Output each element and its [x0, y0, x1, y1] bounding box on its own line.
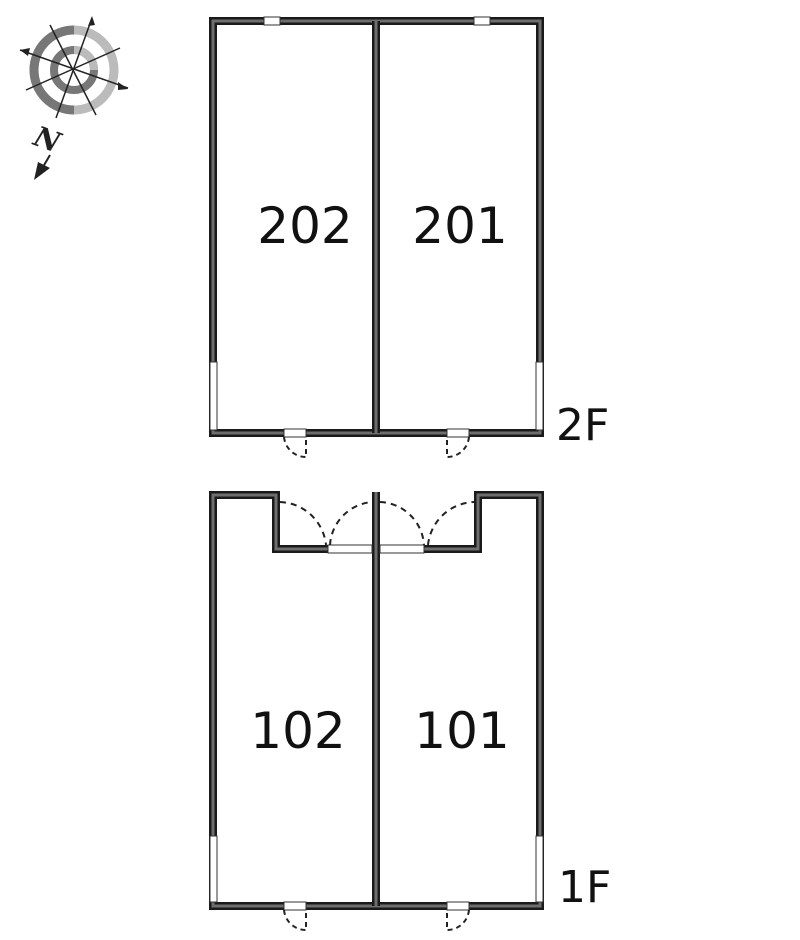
- door: [446, 428, 470, 438]
- north-label: N: [29, 119, 67, 160]
- floor-2f: 202 201 2F: [209, 16, 609, 459]
- window: [535, 361, 544, 431]
- floor-label-1f: 1F: [558, 862, 611, 913]
- door: [327, 544, 373, 554]
- unit-label-201: 201: [412, 197, 507, 255]
- window: [473, 16, 491, 26]
- floor-1f: 102 101 1F: [209, 491, 611, 932]
- compass-icon: N: [19, 16, 129, 180]
- window: [535, 835, 544, 903]
- door: [446, 901, 470, 911]
- window: [209, 361, 218, 431]
- window: [209, 835, 218, 903]
- unit-label-101: 101: [414, 702, 509, 760]
- unit-label-102: 102: [250, 702, 345, 760]
- door: [283, 428, 307, 438]
- window: [263, 16, 281, 26]
- door: [379, 544, 425, 554]
- unit-label-202: 202: [257, 197, 352, 255]
- door: [283, 901, 307, 911]
- floor-label-2f: 2F: [556, 400, 609, 451]
